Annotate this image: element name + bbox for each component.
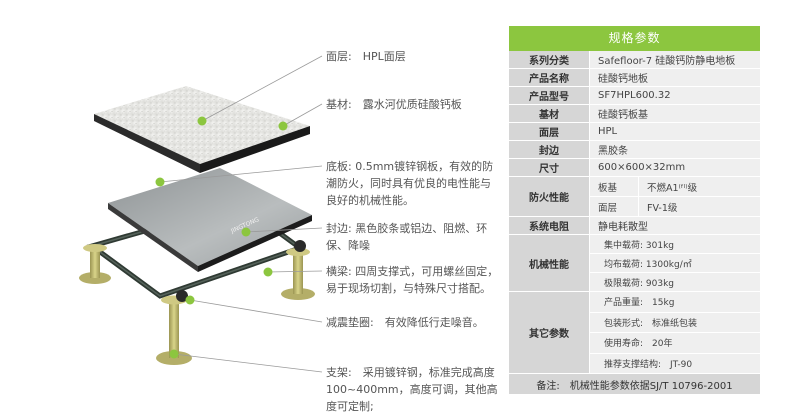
spec-row: 基材 硅酸钙板基 <box>509 105 760 123</box>
spec-row: 产品名称 硅酸钙地板 <box>509 69 760 87</box>
spec-key: 防火性能 <box>509 177 589 216</box>
spec-value: 600×600×32mm <box>589 159 760 176</box>
exploded-floor-diagram: JINGTONG 面层: HPL面层 基 <box>79 50 499 413</box>
spec-key: 系统电阻 <box>509 217 589 234</box>
mech-line: 集中载荷: 301kg <box>589 235 760 253</box>
spec-row: 产品型号 SF7HPL600.32 <box>509 87 760 105</box>
marker-surface <box>197 116 207 126</box>
spec-row: 系列分类 Safefloor-7 硅酸钙防静电地板 <box>509 51 760 69</box>
other-line: 推荐支撑结构: JT-90 <box>589 352 760 373</box>
callout-support: 支架: 采用镀锌钢，标准完成高度100~400mm，高度可调，其他高度可定制; <box>326 366 498 413</box>
spec-row-esd: 系统电阻 静电耗散型 <box>509 217 760 235</box>
fire-sub-value: 不燃A1⁽ᶠˡ⁾级 <box>638 177 760 196</box>
spec-row: 尺寸 600×600×32mm <box>509 159 760 177</box>
spec-key: 系列分类 <box>509 51 589 68</box>
spec-value: 硅酸钙板基 <box>589 105 760 122</box>
spec-note: 备注: 机械性能参数依据SJ/T 10796-2001 <box>509 374 760 394</box>
marker-beam <box>263 267 273 277</box>
marker-support <box>169 349 179 359</box>
spec-row-other: 其它参数 产品重量: 15kg 包装形式: 标准纸包装 使用寿命: 20年 推荐… <box>509 292 760 374</box>
callout-bottom-plate: 底板: 0.5mm镀锌钢板，有效的防潮防火，同时具有优良的电性能与良好的机械性能… <box>326 160 494 207</box>
spec-row-fire: 防火性能 板基 不燃A1⁽ᶠˡ⁾级 面层 FV-1级 <box>509 177 760 217</box>
other-line: 产品重量: 15kg <box>589 292 760 312</box>
marker-bottom <box>155 177 165 187</box>
spec-key: 其它参数 <box>509 292 589 373</box>
spec-key: 尺寸 <box>509 159 589 176</box>
callout-beam: 横梁: 四周支撑式，可用螺丝固定，易于现场切割，与特殊尺寸搭配。 <box>326 265 499 295</box>
spec-row: 封边 黑胶条 <box>509 141 760 159</box>
spec-value: 硅酸钙地板 <box>589 69 760 86</box>
callout-base: 基材: 露水河优质硅酸钙板 <box>326 98 462 111</box>
spec-row: 面层 HPL <box>509 123 760 141</box>
pedestal-right <box>281 248 315 300</box>
mech-line: 极限载荷: 903kg <box>589 272 760 291</box>
mech-lines: 集中载荷: 301kg 均布载荷: 1300kg/㎡ 极限载荷: 903kg <box>589 235 760 291</box>
mech-line: 均布载荷: 1300kg/㎡ <box>589 253 760 272</box>
steel-bottom-plate: JINGTONG <box>108 168 312 272</box>
hpl-top-tile <box>94 86 310 173</box>
callout-edge: 封边: 黑色胶条或铝边、阻燃、环保、降噪 <box>326 222 488 252</box>
callout-markers <box>155 116 288 359</box>
spec-key: 基材 <box>509 105 589 122</box>
other-line: 包装形式: 标准纸包装 <box>589 311 760 332</box>
floor-layers-illustration: JINGTONG <box>79 55 323 373</box>
adjust-nut-right <box>294 240 306 252</box>
pedestal-back-left <box>79 244 111 284</box>
marker-base <box>278 121 288 131</box>
callout-damping-pad: 减震垫圈: 有效降低行走噪音。 <box>326 316 484 329</box>
marker-edge <box>241 227 251 237</box>
fire-sub-value: FV-1级 <box>638 197 760 216</box>
callout-surface: 面层: HPL面层 <box>326 50 406 63</box>
spec-value: Safefloor-7 硅酸钙防静电地板 <box>589 51 760 68</box>
spec-value: 黑胶条 <box>589 141 760 158</box>
fire-subrow: 板基 不燃A1⁽ᶠˡ⁾级 <box>589 177 760 196</box>
spec-row-mech: 机械性能 集中载荷: 301kg 均布载荷: 1300kg/㎡ 极限载荷: 90… <box>509 235 760 292</box>
other-lines: 产品重量: 15kg 包装形式: 标准纸包装 使用寿命: 20年 推荐支撑结构:… <box>589 292 760 373</box>
spec-table: 规格参数 系列分类 Safefloor-7 硅酸钙防静电地板 产品名称 硅酸钙地… <box>509 26 760 394</box>
other-line: 使用寿命: 20年 <box>589 332 760 353</box>
spec-value: HPL <box>589 123 760 140</box>
marker-pad <box>185 295 195 305</box>
spec-value: 静电耗散型 <box>589 217 760 234</box>
spec-key: 产品名称 <box>509 69 589 86</box>
spec-key: 面层 <box>509 123 589 140</box>
fire-sub-key: 面层 <box>590 197 638 216</box>
adjust-nut-left <box>176 290 188 302</box>
fire-subrow: 面层 FV-1级 <box>589 196 760 216</box>
spec-key: 产品型号 <box>509 87 589 104</box>
spec-key: 封边 <box>509 141 589 158</box>
fire-sub-key: 板基 <box>590 177 638 196</box>
spec-title: 规格参数 <box>509 26 760 51</box>
fire-subrows: 板基 不燃A1⁽ᶠˡ⁾级 面层 FV-1级 <box>589 177 760 216</box>
spec-key: 机械性能 <box>509 235 589 291</box>
leader-lines <box>159 55 323 373</box>
spec-value: SF7HPL600.32 <box>589 87 760 104</box>
